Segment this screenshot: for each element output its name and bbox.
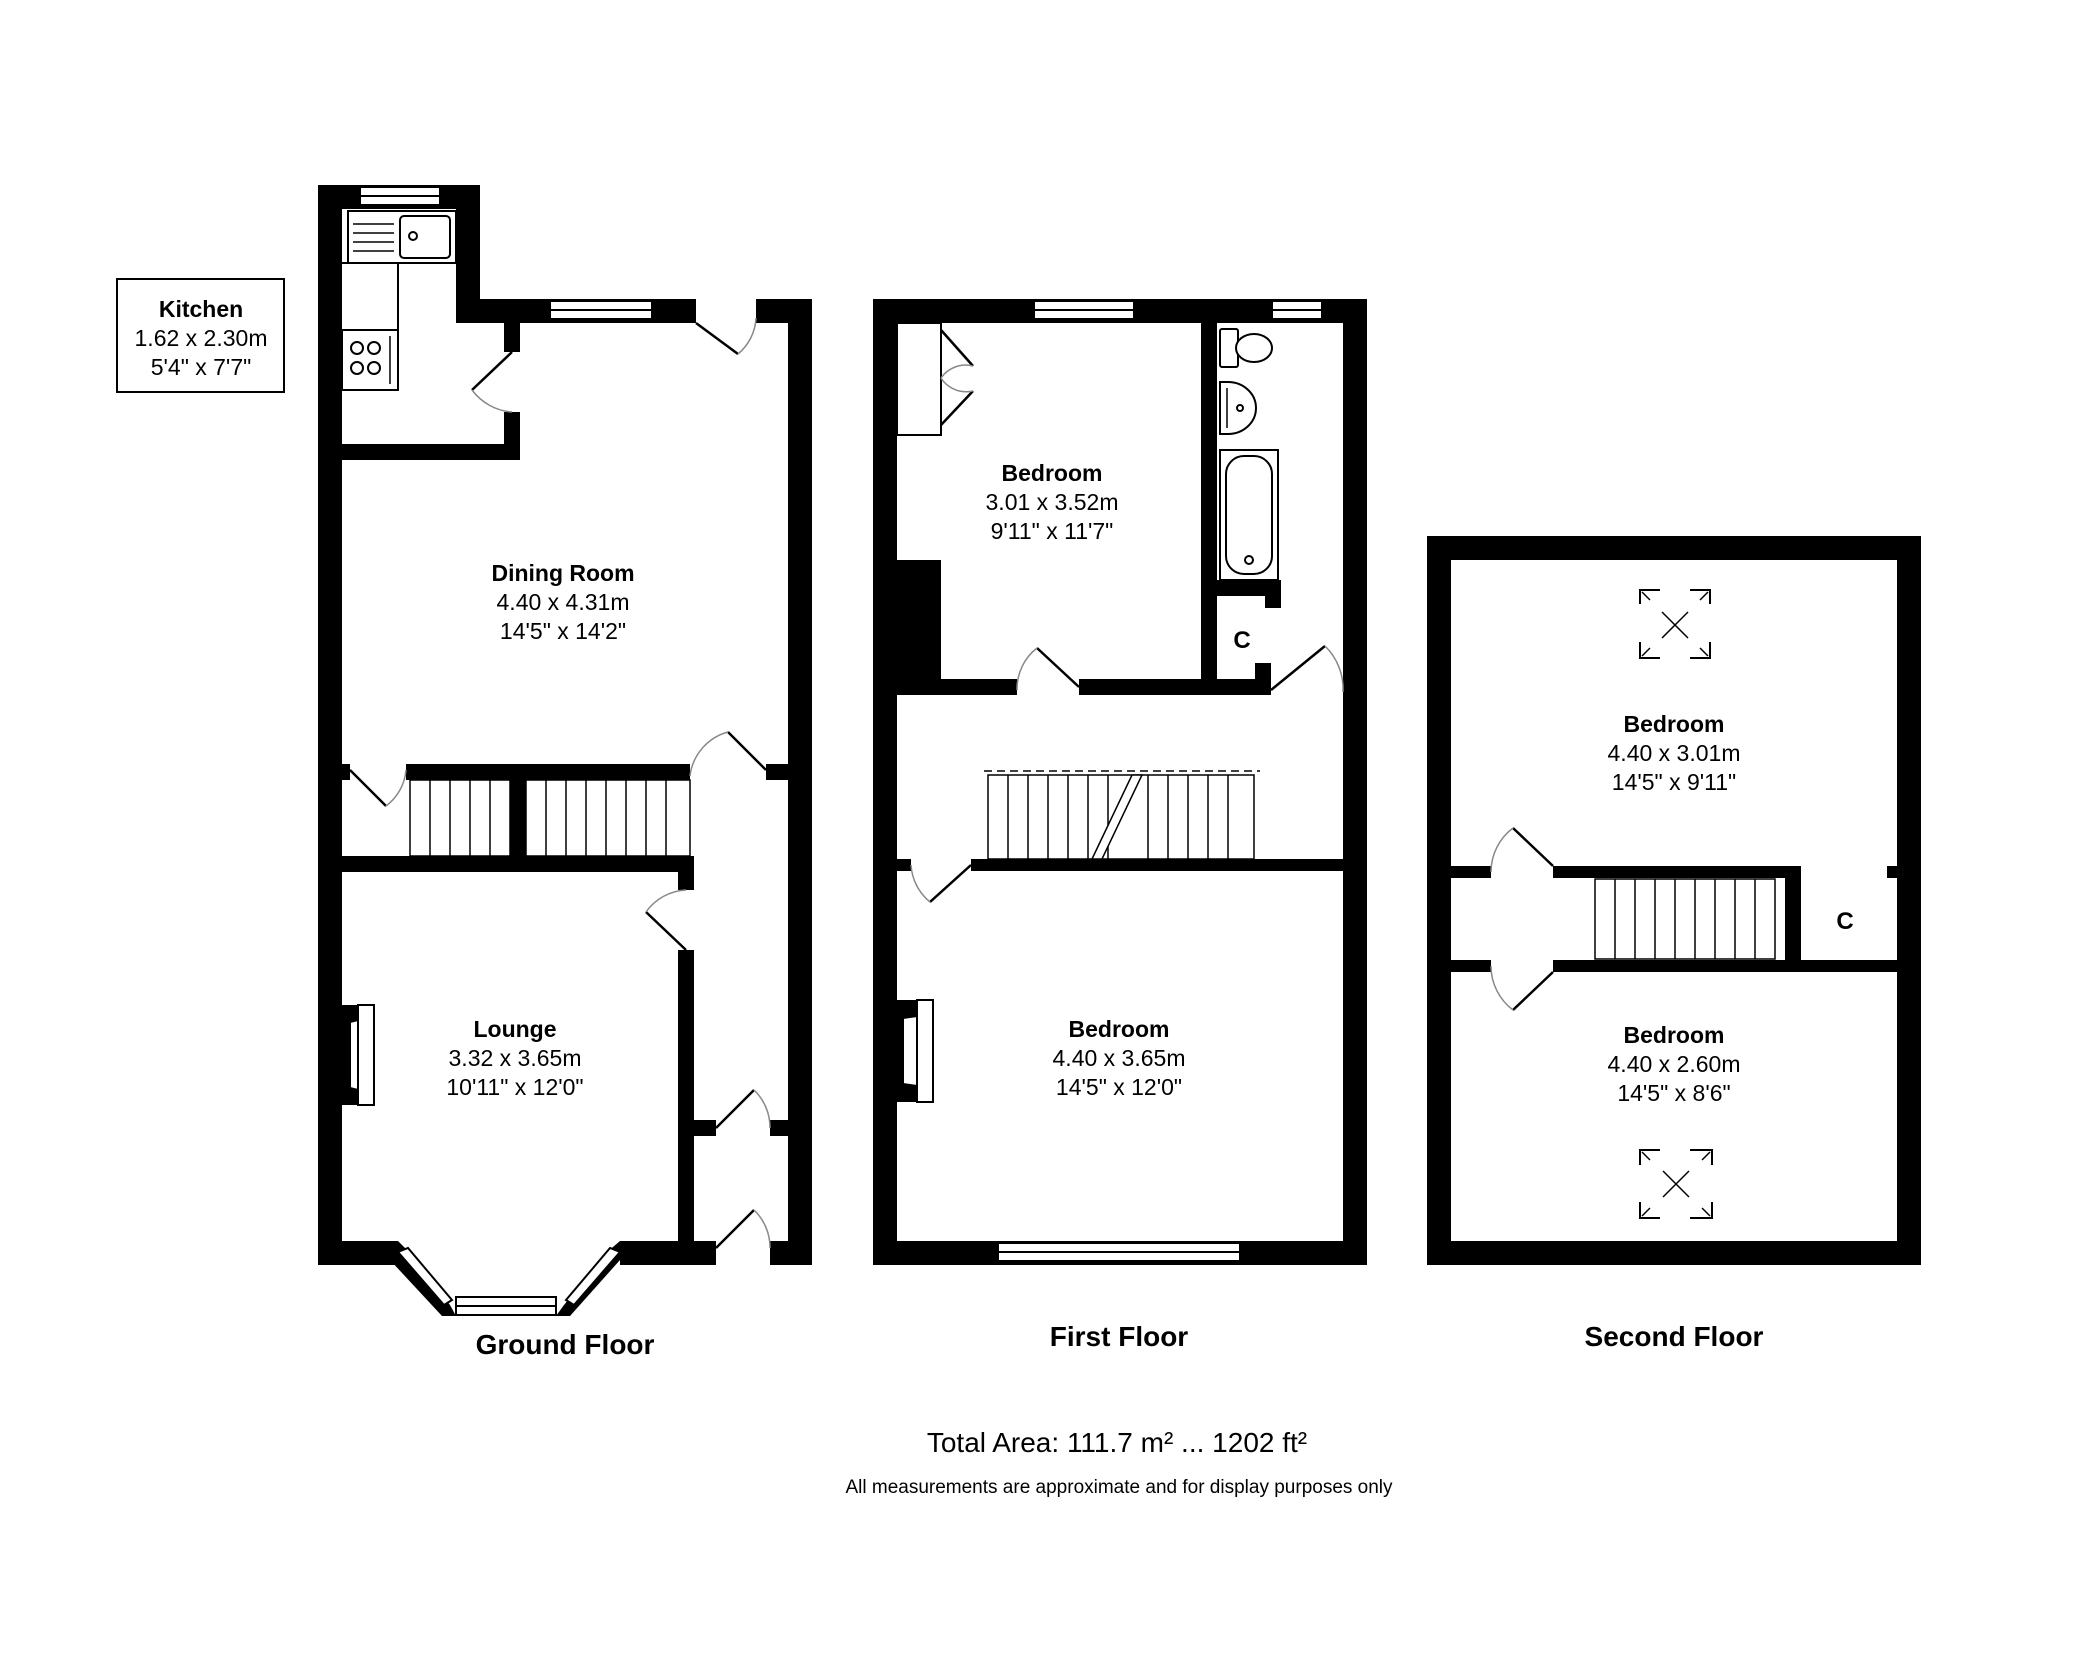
lounge-name: Lounge	[473, 1016, 556, 1042]
first-cupboard-label: C	[1233, 627, 1250, 654]
first-front-bedroom-metric: 4.40 x 3.65m	[1053, 1045, 1186, 1071]
lounge-metric: 3.32 x 3.65m	[449, 1045, 582, 1071]
second-front-bedroom-metric: 4.40 x 2.60m	[1608, 1051, 1741, 1077]
first-front-bedroom-name: Bedroom	[1069, 1016, 1170, 1042]
second-front-bedroom-name: Bedroom	[1624, 1022, 1725, 1048]
second-front-bedroom-imperial: 14'5" x 8'6"	[1617, 1080, 1730, 1106]
first-stairs-treads	[1007, 775, 1229, 859]
second-rear-bedroom-imperial: 14'5" x 9'11"	[1612, 769, 1736, 795]
kitchen-name: Kitchen	[159, 296, 243, 322]
first-rear-bedroom-metric: 3.01 x 3.52m	[986, 489, 1119, 515]
disclaimer: All measurements are approximate and for…	[845, 1477, 1393, 1498]
ground-floor: Dining Room 4.40 x 4.31m 14'5" x 14'2" L…	[318, 185, 812, 1360]
total-area: Total Area: 111.7 m² ... 1202 ft²	[927, 1427, 1307, 1458]
kitchen-label-box: Kitchen 1.62 x 2.30m 5'4" x 7'7"	[116, 278, 285, 393]
first-front-bedroom-imperial: 14'5" x 12'0"	[1056, 1074, 1182, 1100]
first-floor: C Bedroom 3.01 x 3.52m 9'11" x 1	[873, 299, 1367, 1352]
lounge-imperial: 10'11" x 12'0"	[446, 1074, 583, 1100]
second-cupboard-label: C	[1836, 908, 1853, 935]
bay-window	[386, 1241, 632, 1316]
kitchen-imperial: 5'4" x 7'7"	[151, 354, 252, 380]
second-rear-bedroom-name: Bedroom	[1624, 711, 1725, 737]
dining-room-name: Dining Room	[491, 560, 634, 586]
second-stairs-treads	[1614, 879, 1756, 959]
kitchen-metric: 1.62 x 2.30m	[135, 325, 268, 351]
first-rear-bedroom-imperial: 9'11" x 11'7"	[991, 518, 1114, 544]
ground-stairs-treads	[429, 780, 667, 856]
first-floor-label: First Floor	[1050, 1321, 1189, 1352]
second-floor: C Bedroom 4.40 x 3.01m 14'5" x 9'11" Bed…	[1427, 536, 1921, 1352]
dining-room-imperial: 14'5" x 14'2"	[500, 618, 626, 644]
second-floor-label: Second Floor	[1585, 1321, 1764, 1352]
second-rear-bedroom-metric: 4.40 x 3.01m	[1608, 740, 1741, 766]
ground-floor-label: Ground Floor	[476, 1329, 655, 1360]
skylight-icon	[1639, 589, 1711, 659]
skylight-icon	[1639, 1149, 1713, 1219]
first-rear-bedroom-name: Bedroom	[1002, 460, 1103, 486]
dining-room-metric: 4.40 x 4.31m	[497, 589, 630, 615]
